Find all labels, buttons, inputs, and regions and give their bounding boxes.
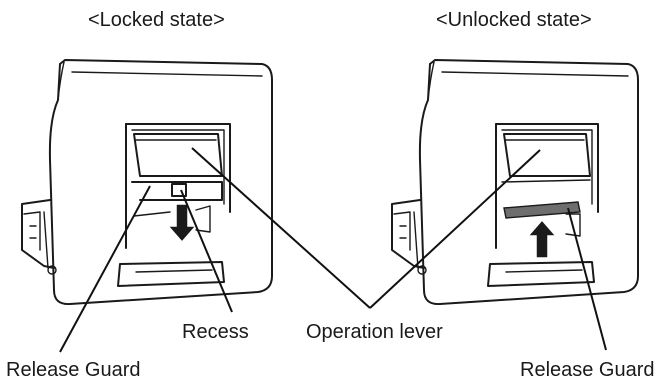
- unlocked-lever-frame-inner: [501, 129, 593, 205]
- unlocked-operation-lever: [503, 133, 591, 177]
- operation-lever-label: Operation lever: [306, 321, 443, 343]
- locked-housing-top: [59, 59, 273, 81]
- leader-operation-lever-right: [369, 149, 541, 309]
- locked-housing-outline: [48, 63, 273, 306]
- leader-release-guard-right: [567, 207, 607, 351]
- locked-vent-slot: [117, 261, 225, 287]
- unlocked-vent-slot: [487, 261, 595, 287]
- locked-side-bracket-detail: [23, 211, 41, 251]
- locked-side-screw: [47, 265, 57, 275]
- leader-operation-lever-left: [191, 147, 371, 309]
- recess-label: Recess: [182, 321, 249, 343]
- unlocked-housing-outline: [418, 63, 639, 306]
- arrow-down-icon: [166, 203, 198, 244]
- unlocked-vent-line: [505, 269, 583, 273]
- locked-housing-top-inner: [71, 71, 263, 77]
- release-guard-right-label: Release Guard: [520, 359, 655, 381]
- unlocked-side-bracket-detail: [393, 211, 411, 251]
- unlocked-side-bracket: [391, 199, 425, 269]
- locked-vent-line: [135, 269, 213, 273]
- unlocked-latch-plate: [501, 179, 591, 183]
- release-guard-left-label: Release Guard: [6, 359, 141, 381]
- unlocked-side-bracket-fold: [413, 211, 419, 269]
- locked-state-caption: <Locked state>: [88, 9, 225, 31]
- locked-side-bracket-fold: [43, 211, 49, 269]
- leader-recess: [180, 189, 233, 313]
- arrow-up-icon: [526, 218, 558, 259]
- unlocked-device: [391, 59, 639, 306]
- locked-device: [21, 59, 273, 306]
- unlocked-housing-top-inner: [441, 71, 629, 77]
- unlocked-side-screw: [417, 265, 427, 275]
- locked-lever-frame-inner: [131, 129, 225, 205]
- locked-side-bracket: [21, 199, 55, 269]
- locked-latch-plate: [131, 181, 223, 201]
- locked-recess: [171, 183, 187, 197]
- leader-release-guard-left: [59, 185, 151, 353]
- unlocked-latch-detail: [565, 213, 581, 237]
- unlocked-housing-top: [429, 59, 639, 81]
- unlocked-lever-frame: [495, 123, 599, 213]
- unlocked-release-guard-bar: [503, 201, 581, 219]
- locked-latch-detail: [133, 205, 211, 233]
- unlocked-state-caption: <Unlocked state>: [436, 9, 592, 31]
